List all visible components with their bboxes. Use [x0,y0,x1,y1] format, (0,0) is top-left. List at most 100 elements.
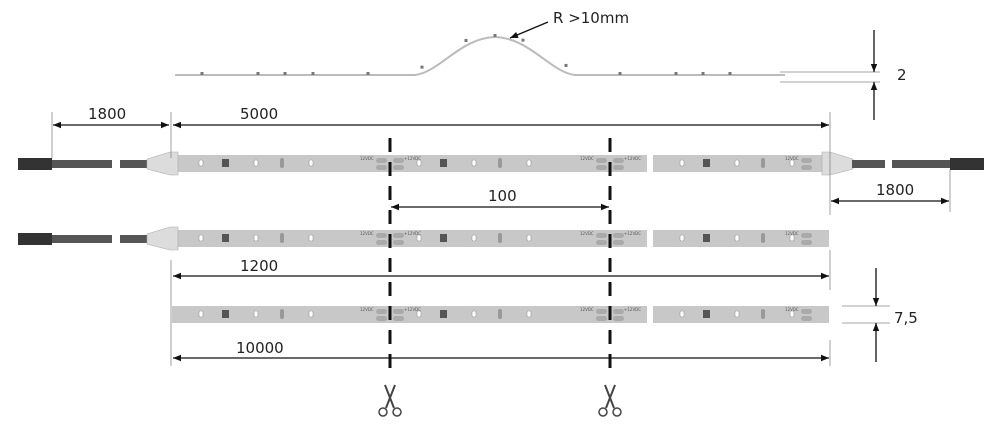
solder-pad [376,316,387,321]
handle [598,407,608,417]
resistor [761,309,765,319]
cable [120,235,148,243]
minus-mark: 12VDC [785,156,799,161]
handle [378,407,388,417]
led [526,159,532,167]
chip-icon [440,234,447,242]
cut-lines [388,138,612,378]
solder-pad [376,240,387,245]
chip-icon [222,159,229,167]
minus-mark: 12VDC [580,156,594,161]
led [308,159,314,167]
dim-1200-label: 1200 [240,257,278,275]
solder-pad [376,233,387,238]
strip-segment [653,230,829,247]
scissors-icon [378,384,402,417]
handle [612,407,622,417]
led-dot [701,72,705,75]
dim-100-label: 100 [488,187,517,205]
led-dot [420,65,424,69]
plus-mark: +12VDC [624,231,641,236]
connector [18,233,52,245]
minus-mark: 12VDC [580,231,594,236]
solder-pad [801,316,812,321]
solder-pad [613,158,624,163]
chip-icon [703,234,710,242]
chip-icon [440,159,447,167]
chip-icon [703,159,710,167]
end-cap [146,151,179,176]
chip-icon [222,310,229,318]
led [734,310,740,318]
blade [605,384,616,409]
resistor [280,158,284,168]
led [679,234,685,242]
led [253,234,259,242]
led [416,310,422,318]
solder-pad [393,158,404,163]
led-dot [366,72,370,75]
solder-pad [393,316,404,321]
led [308,310,314,318]
solder-pad [376,158,387,163]
end-cap [146,226,179,251]
plus-mark: +12VDC [404,231,421,236]
minus-mark: 12VDC [785,231,799,236]
scissors [378,384,622,417]
dim-10000-label: 10000 [236,339,284,357]
solder-pad [613,165,624,170]
led-dot [311,72,315,75]
cable [892,160,950,168]
plus-mark: +12VDC [404,156,421,161]
chip-icon [703,310,710,318]
blade [385,384,396,409]
handle [392,407,402,417]
solder-pad [801,165,812,170]
solder-pad [596,158,607,163]
dim-cable-left-label: 1800 [88,105,126,123]
minus-mark: 12VDC [360,156,374,161]
led [198,234,204,242]
solder-pad [596,240,607,245]
minus-mark: 12VDC [785,307,799,312]
solder-pad [613,316,624,321]
solder-pad [613,240,624,245]
plus-mark: +12VDC [624,307,641,312]
resistor [761,158,765,168]
resistor [498,309,502,319]
connector [950,158,984,170]
led-dot [674,72,678,75]
solder-pad [613,233,624,238]
led-dot [618,72,622,75]
led [416,234,422,242]
cable [120,160,148,168]
solder-pad [596,309,607,314]
led [789,234,795,242]
resistor [280,233,284,243]
minus-mark: 12VDC [580,307,594,312]
minus-mark: 12VDC [360,307,374,312]
led [471,310,477,318]
dim-cable-right-label: 1800 [876,181,914,199]
connector [18,158,52,170]
led [526,234,532,242]
solder-pad [596,165,607,170]
strips: 12VDC +12VDC 12VDC +12VDC 12VDC 12VDC +12VDC 12… [18,151,984,323]
led [789,159,795,167]
led [471,159,477,167]
led-dot [564,63,568,67]
solder-pad [801,240,812,245]
dim-width-label: 7,5 [894,309,918,327]
cable [52,235,112,243]
solder-pad [376,309,387,314]
solder-pad [393,309,404,314]
solder-pad [801,233,812,238]
strip-segment [172,155,647,172]
led [471,234,477,242]
solder-pad [393,240,404,245]
led-dot [521,38,525,42]
